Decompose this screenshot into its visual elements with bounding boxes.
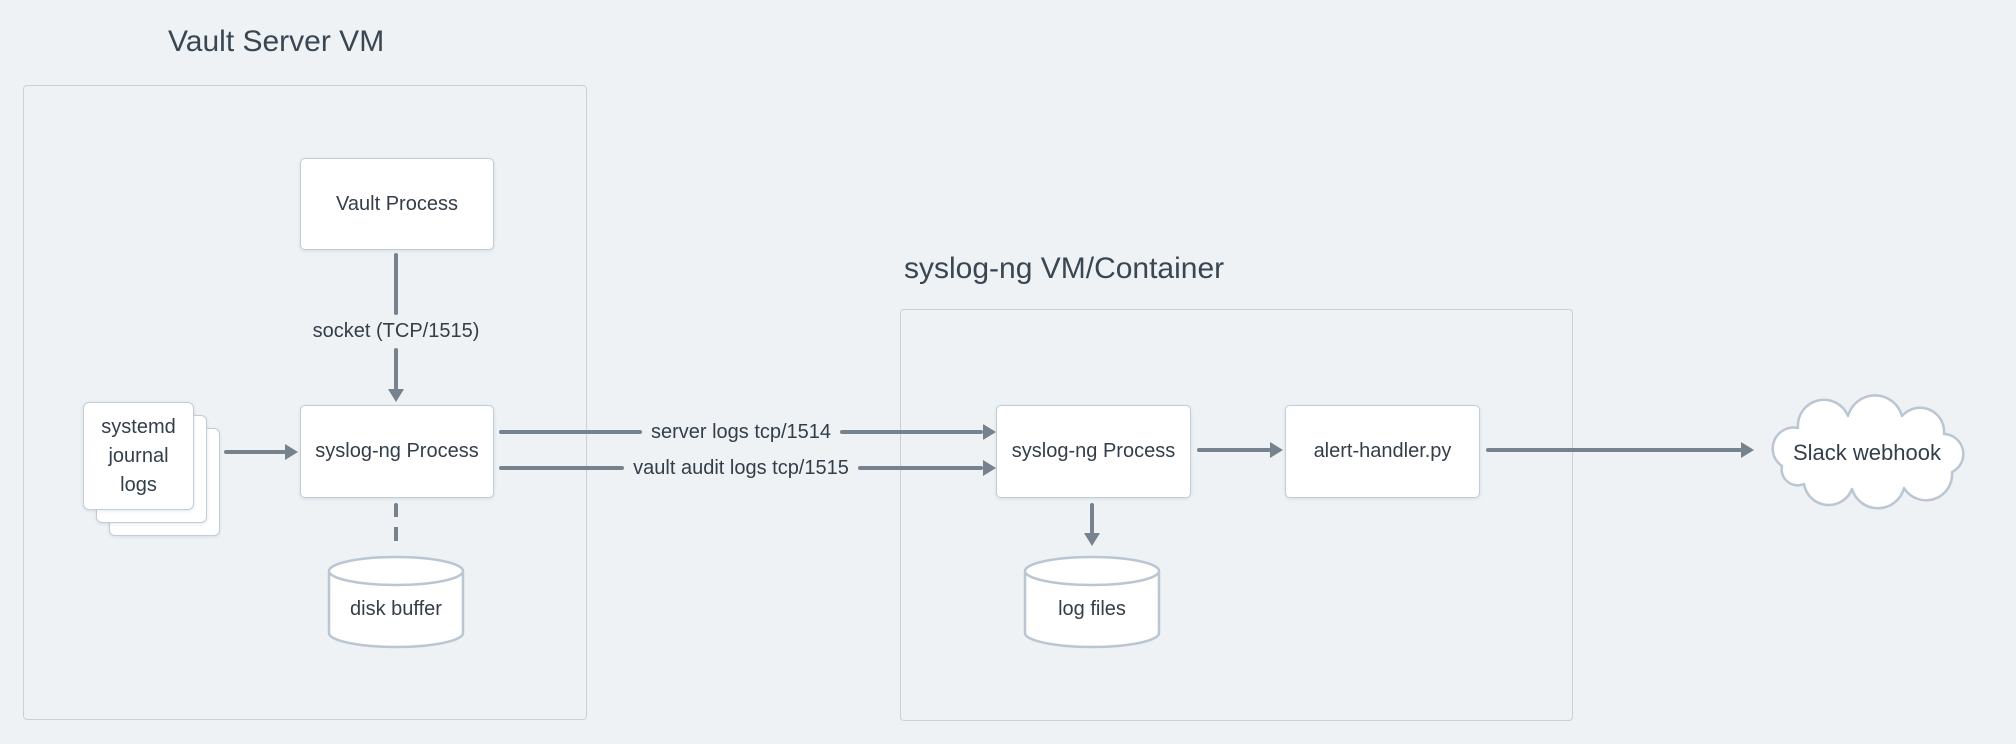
group-syslog-vm-container [900, 309, 1573, 721]
node-vault-process-label: Vault Process [336, 192, 458, 215]
cloud-shape [1771, 394, 1965, 510]
node-syslog-process-left-label: syslog-ng Process [315, 440, 479, 462]
journal-logs-label-line1: systemd [101, 415, 176, 438]
edge-server-logs-arrowhead [983, 424, 997, 440]
edge-vault-audit-logs: vault audit logs tcp/1515 [499, 454, 997, 482]
node-syslog-process-right: syslog-ng Process [996, 405, 1191, 498]
node-disk-buffer: disk buffer [326, 554, 466, 650]
node-vault-process: Vault Process [300, 158, 494, 250]
journal-logs-label-line3: logs [120, 473, 157, 496]
cylinder-shape [1023, 555, 1161, 649]
edge-vault-audit-line-right [857, 466, 984, 470]
node-log-files-label: log files [1058, 598, 1126, 620]
edge-server-logs: server logs tcp/1514 [499, 418, 997, 446]
edge-vault-audit-label: vault audit logs tcp/1515 [633, 456, 849, 479]
edge-server-logs-line-right [840, 430, 984, 434]
node-slack-webhook: Slack webhook [1752, 394, 1982, 510]
edge-syslog-to-logfiles-arrow [1090, 503, 1094, 534]
paper-front: systemd journal logs [83, 402, 194, 510]
edge-vault-audit-line-left [499, 466, 625, 470]
node-alert-handler-label: alert-handler.py [1313, 440, 1452, 462]
node-disk-buffer-label: disk buffer [350, 598, 442, 620]
edge-socket-arrow [394, 348, 398, 390]
group-title-vault-server-vm: Vault Server VM [168, 25, 385, 58]
edge-socket-line-upper [394, 253, 398, 315]
edge-server-logs-label: server logs tcp/1514 [650, 420, 832, 443]
edge-vault-audit-arrowhead [983, 460, 997, 476]
edge-syslog-to-alert-arrow [1197, 448, 1271, 452]
group-title-syslog-vm-container: syslog-ng VM/Container [904, 252, 1225, 285]
edge-socket-label: socket (TCP/1515) [312, 320, 480, 342]
node-slack-webhook-label: Slack webhook [1793, 440, 1941, 465]
edge-server-logs-line-left [499, 430, 642, 434]
cylinder-shape [327, 555, 465, 649]
node-alert-handler: alert-handler.py [1285, 405, 1480, 498]
node-log-files: log files [1022, 554, 1162, 650]
journal-logs-label-line2: journal [108, 444, 169, 467]
edge-syslog-to-diskbuffer-dashed-line [394, 503, 398, 549]
group-vault-server-vm [23, 85, 587, 720]
edge-journal-to-syslog-arrow [224, 450, 286, 454]
node-syslog-process-right-label: syslog-ng Process [1011, 440, 1176, 462]
node-syslog-process-left: syslog-ng Process [300, 405, 494, 498]
edge-alert-to-slack-arrow [1486, 448, 1742, 452]
